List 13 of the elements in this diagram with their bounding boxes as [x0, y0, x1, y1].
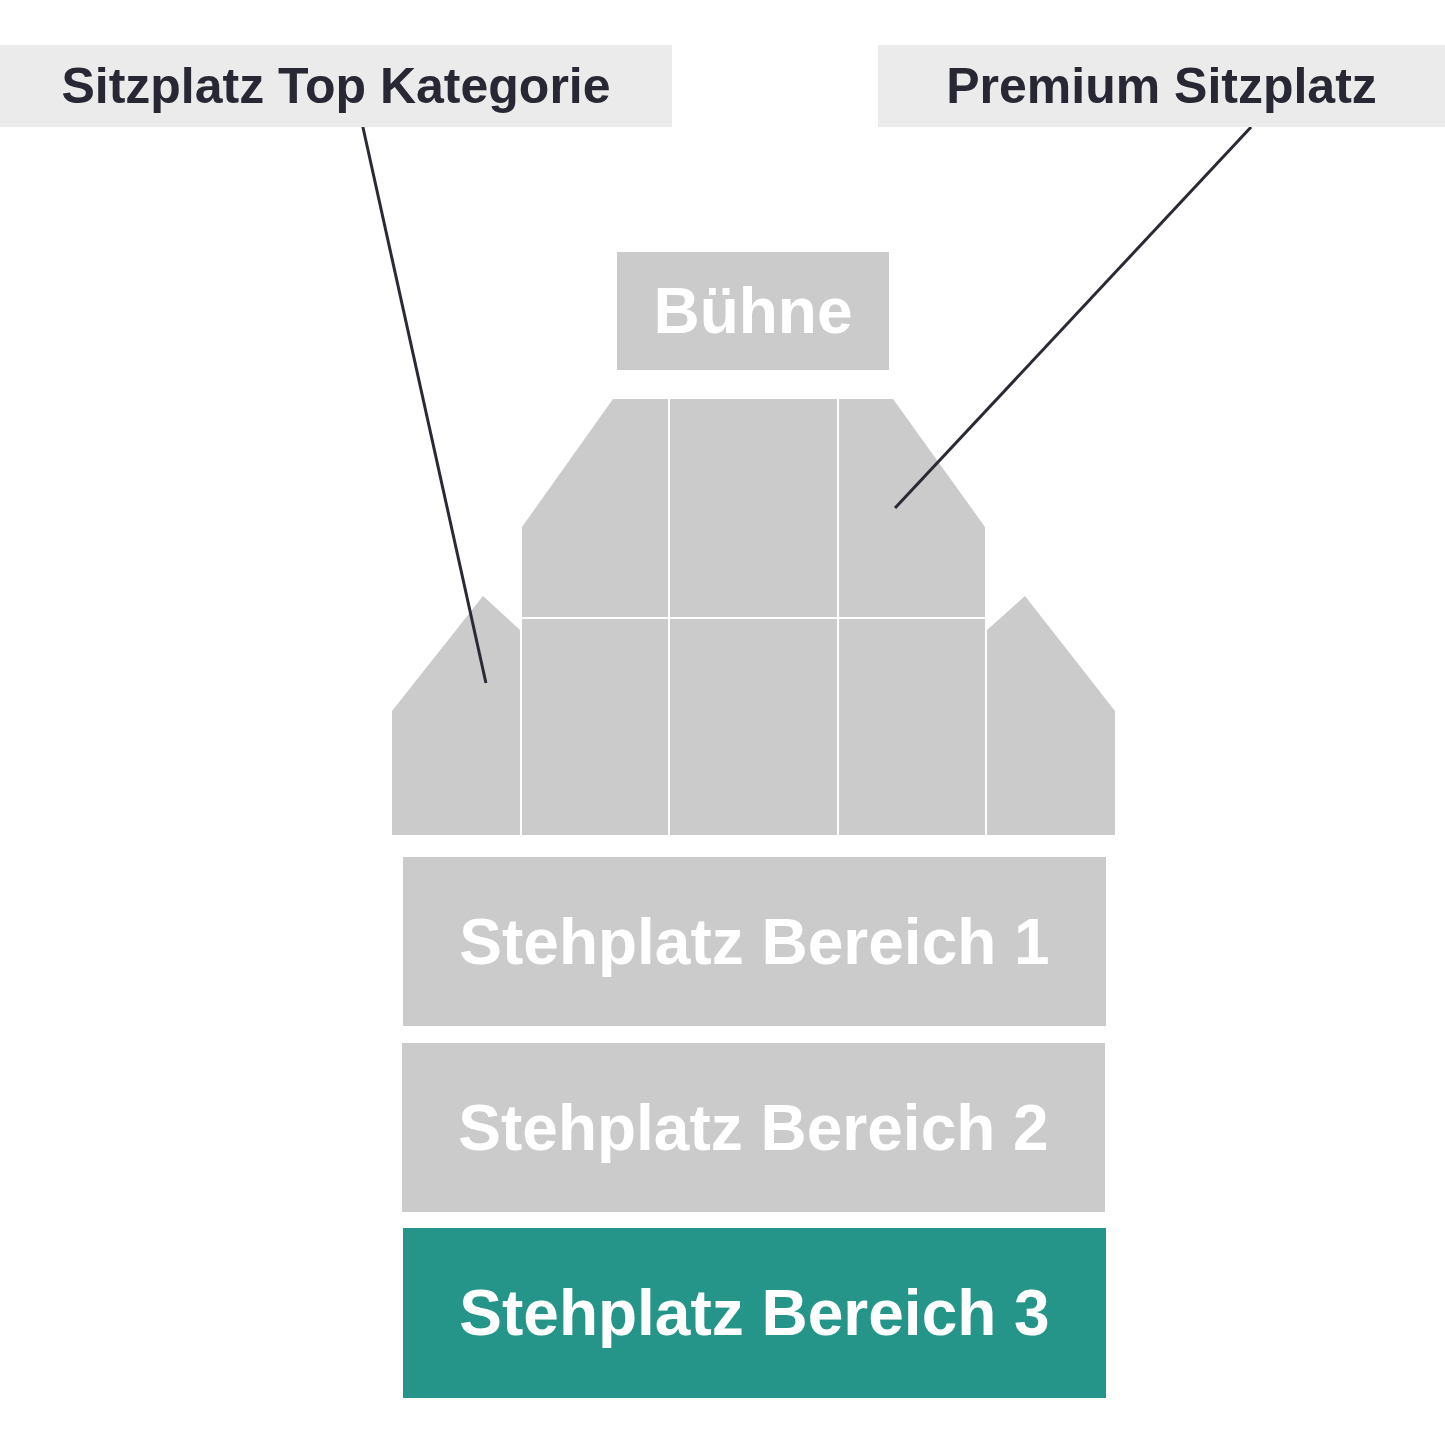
seating-section: [987, 596, 1115, 835]
leader-line: [361, 126, 488, 684]
callout-label: Premium Sitzplatz: [878, 45, 1445, 127]
seating-section: [670, 619, 837, 835]
seating-section: [839, 619, 985, 835]
callout-label: Sitzplatz Top Kategorie: [0, 45, 672, 127]
seating-section: [522, 399, 668, 617]
leader-line: [893, 125, 1253, 510]
standing-area-box: Stehplatz Bereich 3: [403, 1228, 1106, 1398]
seating-section: [392, 596, 520, 835]
seating-section: [839, 399, 985, 617]
seating-section: [670, 399, 837, 617]
seating-section: [522, 619, 668, 835]
